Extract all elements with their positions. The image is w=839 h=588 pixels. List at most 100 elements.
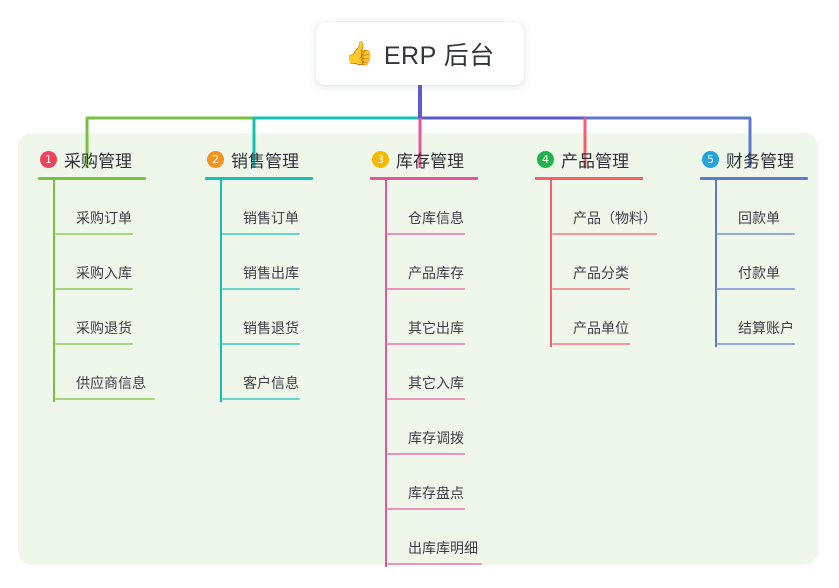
column-title: 库存管理 — [396, 151, 464, 171]
list-item-label: 采购订单 — [76, 210, 132, 226]
column-header-rule — [535, 177, 643, 180]
list-item-rule — [717, 233, 795, 235]
column-header-rule — [38, 177, 146, 180]
number-badge-icon: 1 — [40, 150, 57, 168]
list-item-rule — [222, 288, 300, 290]
root-node[interactable]: 👍 ERP 后台 — [316, 22, 524, 85]
list-item-label: 采购入库 — [76, 265, 132, 281]
list-item[interactable]: 销售退货 — [222, 290, 313, 345]
list-item-rule — [552, 288, 630, 290]
column-items: 回款单付款单结算账户 — [700, 180, 808, 347]
list-item[interactable]: 库存调拨 — [387, 400, 478, 455]
list-item-label: 其它入库 — [408, 375, 464, 391]
column-2: 2 销售管理销售订单销售出库销售退货客户信息 — [205, 147, 313, 402]
list-item-rule — [387, 288, 465, 290]
list-item[interactable]: 其它入库 — [387, 345, 478, 400]
list-item-label: 产品（物料） — [573, 210, 657, 226]
list-item-rule — [222, 343, 300, 345]
column-header-4[interactable]: 4 产品管理 — [535, 147, 643, 171]
number-badge-icon: 3 — [372, 150, 389, 168]
list-item-rule — [387, 563, 482, 565]
list-item-label: 销售出库 — [243, 265, 299, 281]
list-item[interactable]: 其它出库 — [387, 290, 478, 345]
column-items: 仓库信息产品库存其它出库其它入库库存调拨库存盘点出库库明细 — [370, 180, 482, 567]
column-header-5[interactable]: 5 财务管理 — [700, 147, 808, 171]
list-item-label: 销售退货 — [243, 320, 299, 336]
list-item-rule — [222, 233, 300, 235]
column-spine — [220, 180, 222, 402]
list-item-rule — [387, 233, 465, 235]
column-5: 5 财务管理回款单付款单结算账户 — [700, 147, 808, 347]
list-item[interactable]: 产品单位 — [552, 290, 643, 345]
list-item-rule — [55, 343, 133, 345]
list-item-rule — [552, 343, 630, 345]
list-item-label: 供应商信息 — [76, 375, 146, 391]
list-item[interactable]: 付款单 — [717, 235, 808, 290]
column-items: 销售订单销售出库销售退货客户信息 — [205, 180, 313, 402]
column-header-2[interactable]: 2 销售管理 — [205, 147, 313, 171]
list-item[interactable]: 产品库存 — [387, 235, 478, 290]
thumbs-up-icon: 👍 — [345, 40, 374, 66]
list-item-label: 客户信息 — [243, 375, 299, 391]
list-item-label: 其它出库 — [408, 320, 464, 336]
column-header-rule — [370, 177, 478, 180]
list-item-label: 产品分类 — [573, 265, 629, 281]
list-item-label: 出库库明细 — [408, 540, 478, 556]
diagram-panel — [18, 133, 818, 565]
list-item-rule — [55, 398, 155, 400]
list-item-label: 产品单位 — [573, 320, 629, 336]
column-spine — [715, 180, 717, 347]
number-badge-icon: 2 — [207, 150, 224, 168]
column-items: 采购订单采购入库采购退货供应商信息 — [38, 180, 155, 402]
list-item-label: 库存调拨 — [408, 430, 464, 446]
list-item[interactable]: 结算账户 — [717, 290, 808, 345]
column-title: 财务管理 — [726, 151, 794, 171]
list-item[interactable]: 客户信息 — [222, 345, 313, 400]
list-item[interactable]: 采购入库 — [55, 235, 146, 290]
number-badge-icon: 5 — [702, 150, 719, 168]
column-spine — [385, 180, 387, 567]
list-item[interactable]: 库存盘点 — [387, 455, 478, 510]
list-item-label: 付款单 — [738, 265, 780, 281]
list-item-rule — [552, 233, 657, 235]
list-item-rule — [55, 288, 133, 290]
list-item-label: 结算账户 — [738, 320, 794, 336]
column-header-1[interactable]: 1 采购管理 — [38, 147, 146, 171]
column-title: 产品管理 — [561, 151, 629, 171]
list-item[interactable]: 销售订单 — [222, 180, 313, 235]
root-title: ERP 后台 — [383, 41, 495, 70]
column-header-rule — [700, 177, 808, 180]
list-item[interactable]: 采购订单 — [55, 180, 146, 235]
list-item[interactable]: 回款单 — [717, 180, 808, 235]
column-3: 3 库存管理仓库信息产品库存其它出库其它入库库存调拨库存盘点出库库明细 — [370, 147, 482, 567]
list-item[interactable]: 出库库明细 — [387, 510, 482, 565]
list-item-label: 仓库信息 — [408, 210, 464, 226]
list-item-label: 采购退货 — [76, 320, 132, 336]
column-1: 1 采购管理采购订单采购入库采购退货供应商信息 — [38, 147, 155, 402]
column-spine — [53, 180, 55, 402]
list-item-rule — [717, 288, 795, 290]
column-title: 销售管理 — [231, 151, 299, 171]
list-item[interactable]: 仓库信息 — [387, 180, 478, 235]
list-item[interactable]: 产品分类 — [552, 235, 643, 290]
list-item-rule — [387, 343, 465, 345]
list-item-label: 销售订单 — [243, 210, 299, 226]
list-item[interactable]: 采购退货 — [55, 290, 146, 345]
number-badge-icon: 4 — [537, 150, 554, 168]
list-item-label: 产品库存 — [408, 265, 464, 281]
list-item[interactable]: 产品（物料） — [552, 180, 657, 235]
list-item-rule — [387, 453, 465, 455]
column-header-rule — [205, 177, 313, 180]
column-items: 产品（物料） 产品分类产品单位 — [535, 180, 657, 347]
column-header-3[interactable]: 3 库存管理 — [370, 147, 478, 171]
list-item-label: 回款单 — [738, 210, 780, 226]
list-item[interactable]: 供应商信息 — [55, 345, 155, 400]
list-item[interactable]: 销售出库 — [222, 235, 313, 290]
list-item-rule — [387, 508, 465, 510]
list-item-rule — [387, 398, 465, 400]
list-item-rule — [55, 233, 133, 235]
list-item-rule — [717, 343, 795, 345]
column-4: 4 产品管理产品（物料） 产品分类产品单位 — [535, 147, 657, 347]
column-title: 采购管理 — [64, 151, 132, 171]
